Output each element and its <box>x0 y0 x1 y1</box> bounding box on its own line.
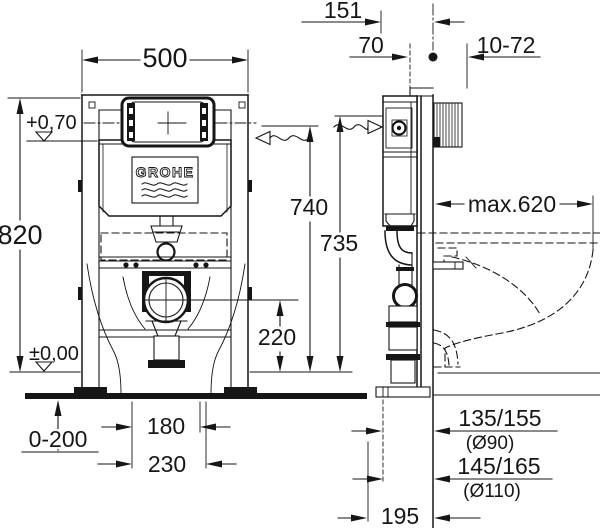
outlet-sleeve <box>392 283 418 309</box>
side-view <box>375 3 600 528</box>
dim-735-label: 735 <box>320 230 358 256</box>
frame-foot-right <box>224 387 257 395</box>
dim-145-165-label: 145/165 <box>457 453 540 479</box>
dim-dia90-label: (Ø90) <box>466 433 515 454</box>
frame-foot-left <box>74 387 107 395</box>
dim-fixing-230: 230 <box>97 401 237 477</box>
dim-outlet-height: 220 <box>143 299 299 372</box>
dim-180-label: 180 <box>147 413 185 439</box>
dim-220-label: 220 <box>258 324 296 350</box>
dim-outlet-110: 145/165 (Ø110) <box>352 453 553 502</box>
service-opening-dashed <box>100 232 228 261</box>
dim-dia110-label: (Ø110) <box>463 481 521 502</box>
water-inlet <box>391 120 407 136</box>
fixing-studs <box>123 262 209 268</box>
fixing-rod <box>432 256 477 270</box>
logo-wave-3 <box>141 194 188 198</box>
dim-fixing-180: 180 <box>101 401 231 469</box>
dim-0-200-label: 0-200 <box>29 426 88 452</box>
dim-195-label: 195 <box>381 503 419 528</box>
dim-820-label: 820 <box>0 220 43 250</box>
outlet-pipe <box>153 335 180 361</box>
logo-wave-2 <box>141 188 188 192</box>
logo-wave-1 <box>141 182 188 186</box>
dim-500-label: 500 <box>142 43 187 73</box>
reference-dot <box>428 52 438 62</box>
dim-floor-adjust: 0-200 <box>21 400 99 453</box>
bowl-outline-dashed <box>417 232 600 368</box>
side-cistern <box>382 95 418 231</box>
level-floor-label: ±0,00 <box>29 343 79 365</box>
dim-outlet-offset-195: 195 <box>337 399 481 528</box>
wall-break-arrow-left <box>254 130 310 146</box>
dim-max620-label: max.620 <box>468 191 556 217</box>
dim-max-620: max.620 <box>435 191 594 251</box>
pipe-stack <box>386 283 420 384</box>
dim-135-155-label: 135/155 <box>458 405 541 431</box>
ground-and-levels <box>7 97 367 399</box>
dim-frame-depth-151: 151 <box>301 0 465 34</box>
outlet-assembly <box>142 271 191 368</box>
dim-10-72-label: 10-72 <box>477 32 536 58</box>
wall-hatch <box>433 102 463 148</box>
dim-frame-width: 500 <box>81 43 249 93</box>
dim-740-label: 740 <box>290 194 328 220</box>
pan-outline <box>86 263 246 395</box>
level-symbol-top <box>26 131 98 142</box>
flush-plate <box>120 96 216 148</box>
flush-valve <box>150 215 183 262</box>
dim-flush-height-740: 740 <box>261 125 328 372</box>
level-top-label: +0,70 <box>26 112 77 134</box>
dim-frame-height: 820 <box>0 98 43 372</box>
level-symbol-floor <box>34 361 54 372</box>
dim-outlet-90: 135/155 (Ø90) <box>351 405 558 454</box>
flush-bend <box>384 230 414 286</box>
front-view: GROHE <box>74 94 257 395</box>
ground-line <box>25 393 367 399</box>
foot-bracket <box>375 386 431 398</box>
dim-cistern-depth-70: 70 <box>349 32 411 95</box>
dim-151-label: 151 <box>324 0 362 23</box>
plate-center-cross <box>157 111 187 135</box>
dim-70-label: 70 <box>358 32 384 58</box>
dim-wall-range-10-72: 10-72 <box>466 32 541 89</box>
grohe-logo: GROHE <box>131 156 199 204</box>
dim-flush-height-735: 735 <box>320 115 383 372</box>
grohe-logo-text: GROHE <box>136 164 195 180</box>
dim-230-label: 230 <box>148 451 186 477</box>
